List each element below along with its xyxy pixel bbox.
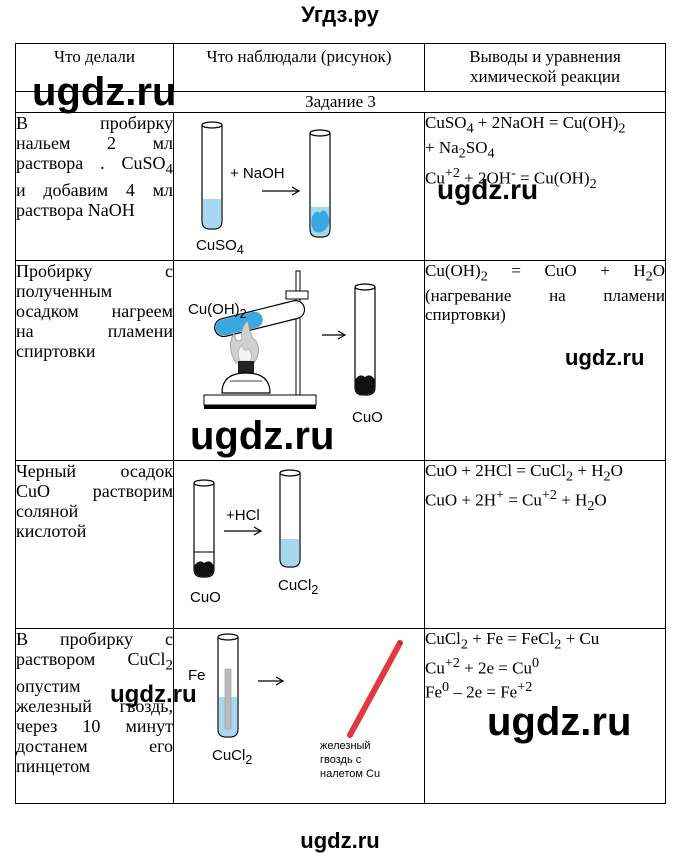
label-cuso4: CuSO4 xyxy=(196,237,244,257)
row4-figure: Fe CuCl2 железный гвоздь с налетом Cu xyxy=(173,628,425,804)
watermark: ugdz.ru xyxy=(32,70,177,114)
row2-drawing xyxy=(203,270,376,409)
label-fe: Fe xyxy=(188,667,206,684)
watermark: ugdz.ru xyxy=(190,414,335,458)
label-naoh: + NaOH xyxy=(230,165,285,182)
row4-action: В пробирку с раствором CuCl2 опустим жел… xyxy=(15,628,174,804)
row2-figure: Cu(OH)2 CuO xyxy=(173,260,425,461)
row4-drawing xyxy=(217,633,403,738)
watermark: ugdz.ru xyxy=(565,345,645,370)
row3-drawing xyxy=(193,469,301,578)
site-footer: ugdz.ru xyxy=(300,828,380,853)
row1-figure: CuSO4 + NaOH xyxy=(173,112,425,261)
site-title: Угдз.ру xyxy=(301,2,379,27)
lab-table: Что делали Что наблюдали (рисунок) Вывод… xyxy=(15,43,666,804)
label-nail: железный гвоздь с налетом Cu xyxy=(320,740,381,780)
label-cuoh2: Cu(OH)2 xyxy=(188,301,247,321)
row3-action: Черный осадок CuO растворим соляной кисл… xyxy=(15,460,174,629)
header-observation: Что наблюдали (рисунок) xyxy=(173,43,425,92)
row1-drawing xyxy=(201,121,331,238)
row3-equations: CuO + 2HCl = CuCl2 + H2O CuO + 2H+ = Cu+… xyxy=(424,460,666,629)
label-cuo-2: CuO xyxy=(190,589,221,606)
row4-equations: CuCl2 + Fe = FeCl2 + Cu Cu+2 + 2e = Cu0 … xyxy=(424,628,666,804)
row1-equations: CuSO4 + 2NaOH = Cu(OH)2 + Na2SO4 Cu+2 + … xyxy=(424,112,666,261)
row1-action: В пробирку нальем 2 мл раствора . CuSO4 … xyxy=(15,112,174,261)
header-action: Что делали xyxy=(15,43,174,92)
label-hcl: +HCl xyxy=(226,507,260,524)
watermark: ugdz.ru xyxy=(110,681,197,708)
watermark: ugdz.ru xyxy=(487,700,632,744)
header-conclusions: Выводы и уравнения химической реакции xyxy=(424,43,666,92)
row2-equations: Cu(OH)2 = CuO + H2O (нагревание на пламе… xyxy=(424,260,666,461)
watermark: ugdz.ru xyxy=(437,174,539,205)
label-cuo: CuO xyxy=(352,409,383,426)
label-cucl2: CuCl2 xyxy=(278,577,319,597)
row3-figure: +HCl CuO CuCl2 xyxy=(173,460,425,629)
row2-action: Пробирку с полученным осадком нагреем на… xyxy=(15,260,174,461)
label-cucl2-2: CuCl2 xyxy=(212,747,253,767)
